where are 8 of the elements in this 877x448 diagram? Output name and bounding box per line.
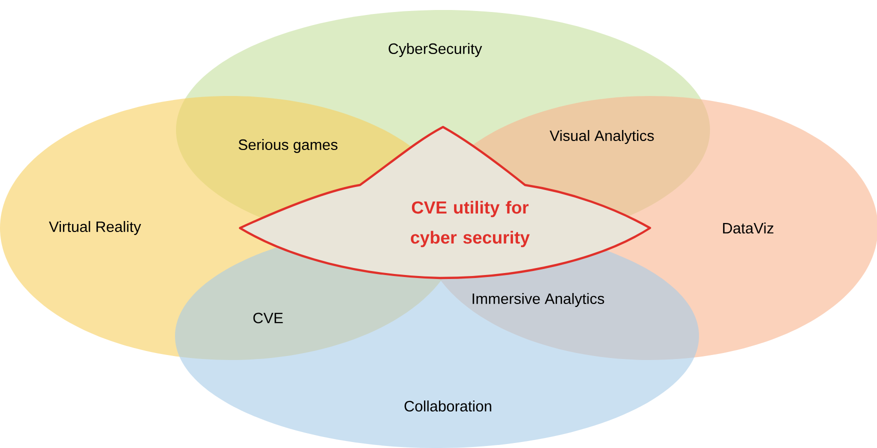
region-label: Collaboration [404, 400, 492, 412]
region-label: DataViz [723, 222, 774, 234]
overlap-label: Immersive Analytics [472, 293, 604, 307]
overlap-label: Serious games [238, 139, 338, 153]
region-label: CyberSecurity [388, 43, 482, 57]
region-label: Virtual Reality [48, 221, 142, 235]
overlap-label: CVE [253, 312, 283, 324]
overlap-label: Visual Analytics [550, 130, 654, 144]
